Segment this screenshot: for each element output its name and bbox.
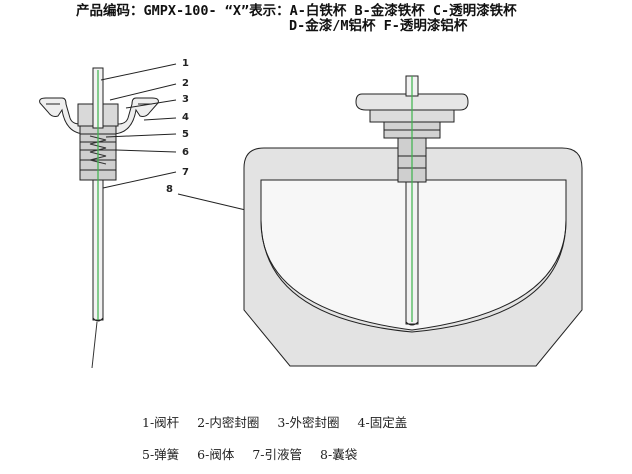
legend-item-7: 7-引液管 bbox=[252, 447, 303, 462]
legend-row-2: 5-弹簧 6-阀体 7-引液管 8-囊袋 bbox=[142, 444, 371, 463]
legend-item-5: 5-弹簧 bbox=[142, 447, 180, 462]
legend-item-3: 3-外密封圈 bbox=[277, 415, 340, 430]
callout-1: 1 bbox=[182, 58, 189, 69]
legend-item-8: 8-囊袋 bbox=[320, 447, 358, 462]
header-line-2: D-金漆/M铝杯 F-透明漆铝杯 bbox=[289, 18, 468, 34]
callout-4: 4 bbox=[182, 112, 189, 123]
valve-cross-section bbox=[39, 63, 177, 369]
callout-8: 8 bbox=[166, 184, 173, 195]
legend-item-4: 4-固定盖 bbox=[357, 415, 408, 430]
callout-5: 5 bbox=[182, 129, 189, 140]
bag bbox=[260, 219, 567, 333]
legend-item-6: 6-阀体 bbox=[197, 447, 235, 462]
callout-3: 3 bbox=[182, 94, 189, 105]
bag-assembly bbox=[243, 75, 583, 367]
legend-item-1: 1-阀杆 bbox=[142, 415, 180, 430]
callout-7: 7 bbox=[182, 167, 189, 178]
legend-item-2: 2-内密封圈 bbox=[197, 415, 260, 430]
header-line-1: 产品编码：GMPX-100- “X”表示：A-白铁杯 B-金漆铁杯 C-透明漆铁… bbox=[76, 3, 517, 19]
legend-row-1: 1-阀杆 2-内密封圈 3-外密封圈 4-固定盖 bbox=[142, 412, 421, 431]
callout-2: 2 bbox=[182, 78, 189, 89]
callout-6: 6 bbox=[182, 147, 189, 158]
leader-8 bbox=[177, 193, 255, 213]
mounting-cup bbox=[39, 97, 159, 135]
